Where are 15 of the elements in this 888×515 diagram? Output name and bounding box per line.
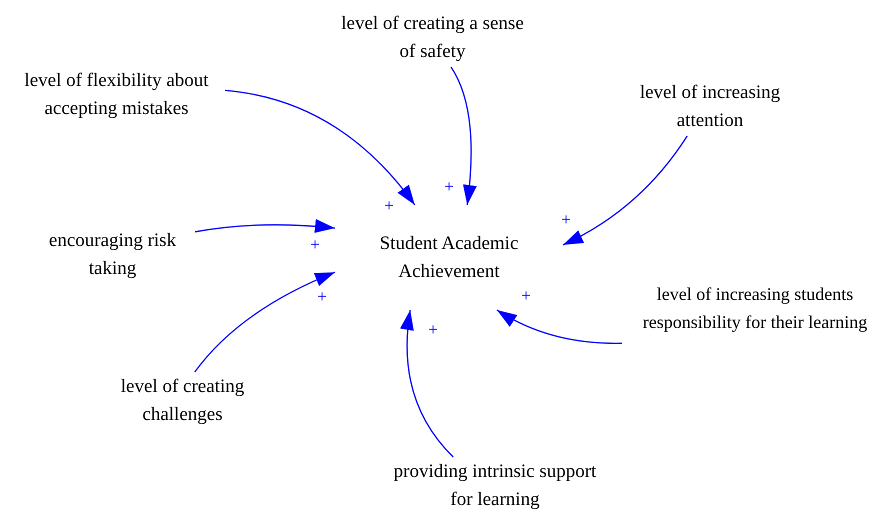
variable-label: level of creating a sense of safety bbox=[340, 12, 525, 64]
variable-label: encouraging risk taking bbox=[48, 229, 178, 281]
causal-arrow bbox=[194, 219, 336, 234]
causal-arrow bbox=[400, 310, 454, 458]
variable-label: level of creating challenges bbox=[120, 375, 246, 427]
variable-label: level of increasing students responsibility for their learning bbox=[642, 283, 868, 334]
causal-arrow bbox=[496, 309, 622, 344]
causal-arrow bbox=[194, 272, 336, 372]
variable-label: level of flexibility about accepting mistakes bbox=[23, 69, 210, 121]
causal-arrow bbox=[450, 66, 477, 206]
variable-label: providing intrinsic support for learning bbox=[392, 460, 598, 512]
variable-label: Student Academic Achievement bbox=[378, 232, 520, 284]
causal-arrow bbox=[562, 136, 688, 246]
variable-label: level of increasing attention bbox=[638, 81, 782, 133]
causal-arrow bbox=[224, 90, 416, 206]
